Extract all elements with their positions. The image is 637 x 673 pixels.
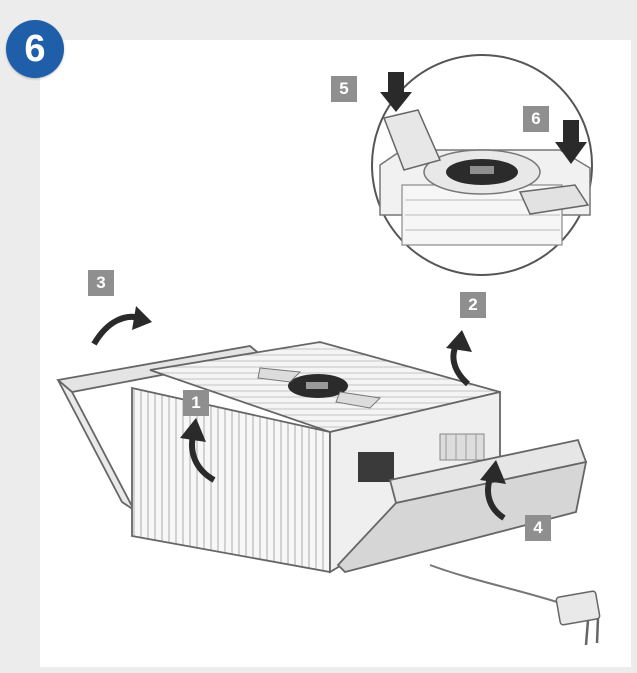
callout-label-5: 5 <box>331 76 357 102</box>
detail-zoom-circle <box>371 54 593 276</box>
curved-arrow-1 <box>180 418 216 483</box>
curved-arrow-3 <box>91 306 152 346</box>
callout-label-2: 2 <box>460 292 486 318</box>
humidifier-body <box>55 341 588 574</box>
step-number-badge: 6 <box>6 20 64 78</box>
down-arrow-5 <box>380 72 412 112</box>
callout-label-3: 3 <box>88 270 114 296</box>
down-arrow-6 <box>555 120 587 164</box>
curved-arrow-4 <box>480 460 506 521</box>
power-cord <box>429 564 601 646</box>
callout-label-4: 4 <box>525 515 551 541</box>
callout-label-6: 6 <box>523 106 549 132</box>
detail-top-unit <box>379 109 591 246</box>
callout-label-1: 1 <box>183 390 209 416</box>
curved-arrow-2 <box>446 330 472 387</box>
